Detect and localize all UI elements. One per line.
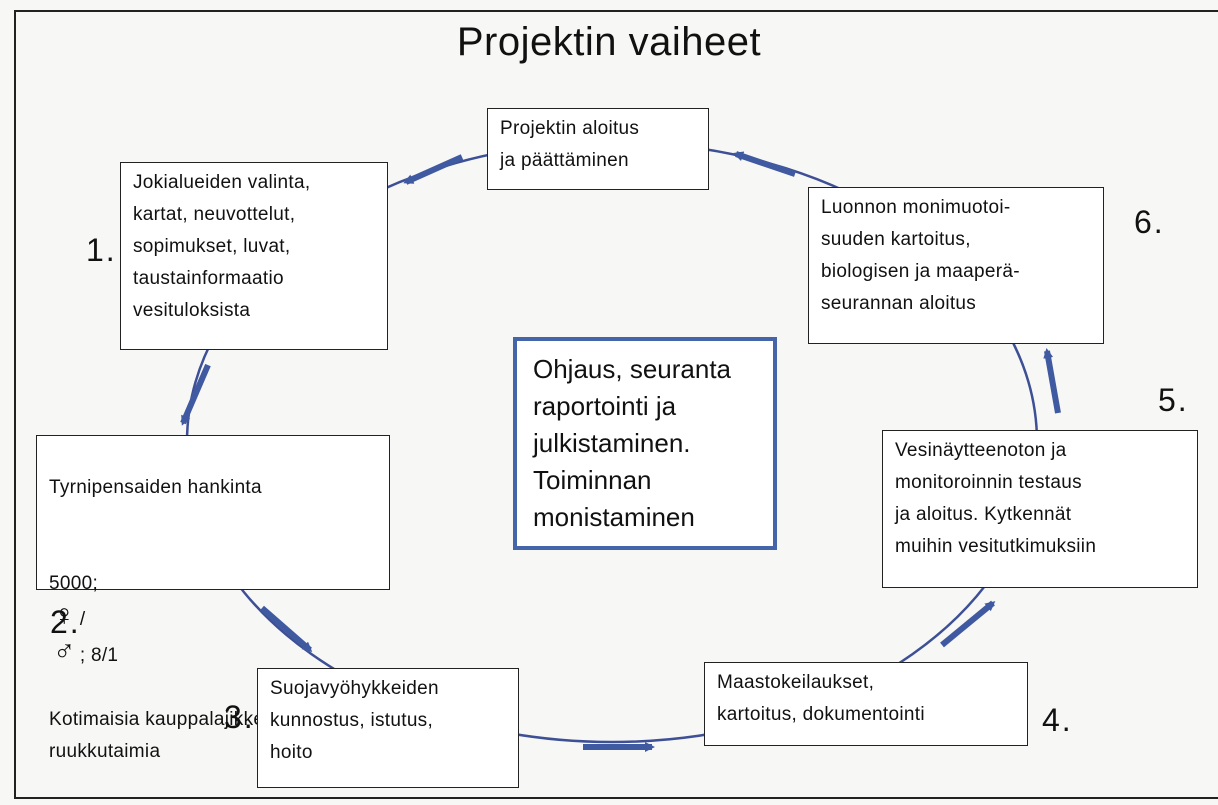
step-2-heading: Tyrnipensaiden hankinta (49, 477, 262, 498)
arrow-6-to-start (733, 151, 796, 177)
center-management-box: Ohjaus, seuranta raportointi ja julkista… (513, 337, 777, 550)
arrow-4-to-5 (940, 600, 996, 648)
step-number-6: 6. (1134, 204, 1165, 240)
diagram-frame (14, 10, 1218, 799)
step-2-slash: / (79, 609, 86, 630)
step-number-2: 2. (50, 604, 81, 640)
step-2-box: Tyrnipensaiden hankinta 5000; ♀/ ♂; 8/1 … (36, 435, 390, 762)
diagram-title: Projektin vaiheet (456, 20, 762, 64)
step-5-box: Vesinäytteenoton ja monitoroinnin testau… (882, 430, 1198, 588)
flow-arrows (180, 151, 1061, 752)
step-start-box: Projektin aloitus ja päättäminen (487, 108, 709, 190)
step-2-symbols-line: 5000; ♀/ ♂; 8/1 (49, 536, 377, 672)
step-2-ratio: ; 8/1 (79, 645, 119, 666)
arrow-start-to-1 (403, 154, 464, 185)
step-number-1: 1. (86, 232, 117, 268)
step-number-5: 5. (1158, 382, 1189, 418)
step-3-box: Suojavyöhykkeiden kunnostus, istutus, ho… (257, 668, 519, 788)
step-1-box: Jokialueiden valinta, kartat, neuvottelu… (120, 162, 388, 350)
male-icon: ♂ (53, 635, 76, 668)
step-number-4: 4. (1042, 702, 1073, 738)
step-2-details: Kotimaisia kauppalajikkeita, ruukkutaimi… (49, 709, 291, 762)
female-icon: ♀ (53, 599, 76, 632)
step-2-count: 5000; (49, 573, 99, 594)
step-4-box: Maastokeilaukset, kartoitus, dokumentoin… (704, 662, 1028, 746)
step-6-box: Luonnon monimuotoi- suuden kartoitus, bi… (808, 187, 1104, 344)
arrow-2-to-3 (260, 605, 313, 653)
arrow-5-to-6 (1043, 348, 1061, 414)
arrow-1-to-2 (180, 363, 211, 426)
step-number-3: 3. (224, 699, 255, 735)
